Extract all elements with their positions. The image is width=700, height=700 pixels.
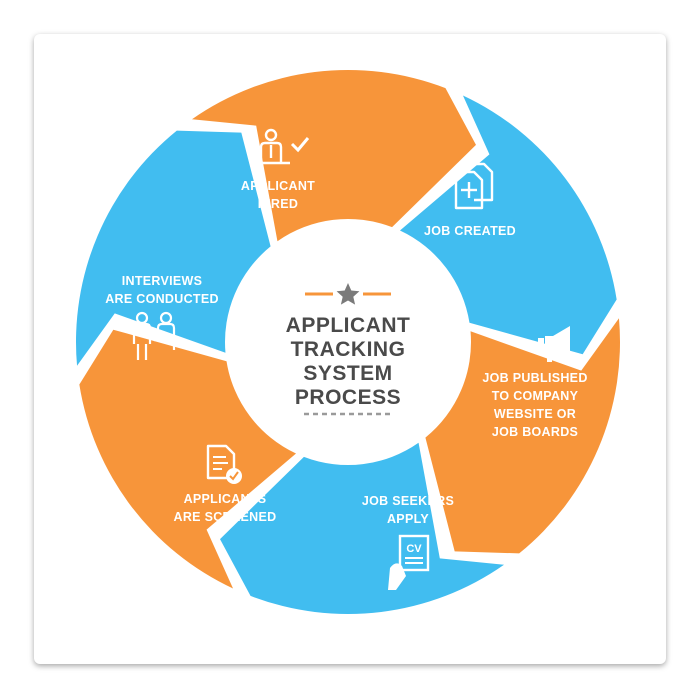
step-label-job-seekers: JOB SEEKERS [362,494,454,508]
screened-document-icon [206,444,242,484]
step-label-interviews: INTERVIEWS [122,274,203,288]
step-label-applicants-screened: APPLICANTS [184,492,267,506]
megaphone-icon [538,326,570,364]
center-title-line: APPLICANT [286,314,411,337]
segment-job-seekers [220,442,505,614]
center-title-line: SYSTEM [303,362,392,385]
segment-applicant-hired [191,70,476,242]
step-label-job-created: JOB CREATED [424,224,516,238]
center-title-line: PROCESS [295,386,401,409]
step-label-job-published: TO COMPANY [492,389,579,403]
star-divider [305,283,391,305]
center-title-line: TRACKING [291,338,406,361]
segments-layer [76,70,620,614]
step-label-applicants-screened: ARE SCREENED [174,510,277,524]
segment-applicants-screened [79,329,297,589]
segment-job-created [399,95,617,355]
hired-person-icon [258,128,310,165]
step-label-job-published: JOB BOARDS [492,425,578,439]
star-icon [336,283,360,305]
cv-icon: CV [388,534,430,590]
center-circle [230,224,466,460]
svg-text:CV: CV [406,543,422,555]
step-label-applicant-hired: APPLICANT [241,179,315,193]
segment-job-published [425,318,620,554]
interview-people-icon [132,311,176,360]
step-label-job-published: WEBSITE OR [494,407,576,421]
step-label-interviews: ARE CONDUCTED [105,292,219,306]
step-label-applicant-hired: HIRED [258,197,298,211]
step-label-job-seekers: APPLY [387,512,429,526]
step-label-job-published: JOB PUBLISHED [482,371,587,385]
documents-icon [454,162,494,210]
segment-interviews [76,130,271,366]
